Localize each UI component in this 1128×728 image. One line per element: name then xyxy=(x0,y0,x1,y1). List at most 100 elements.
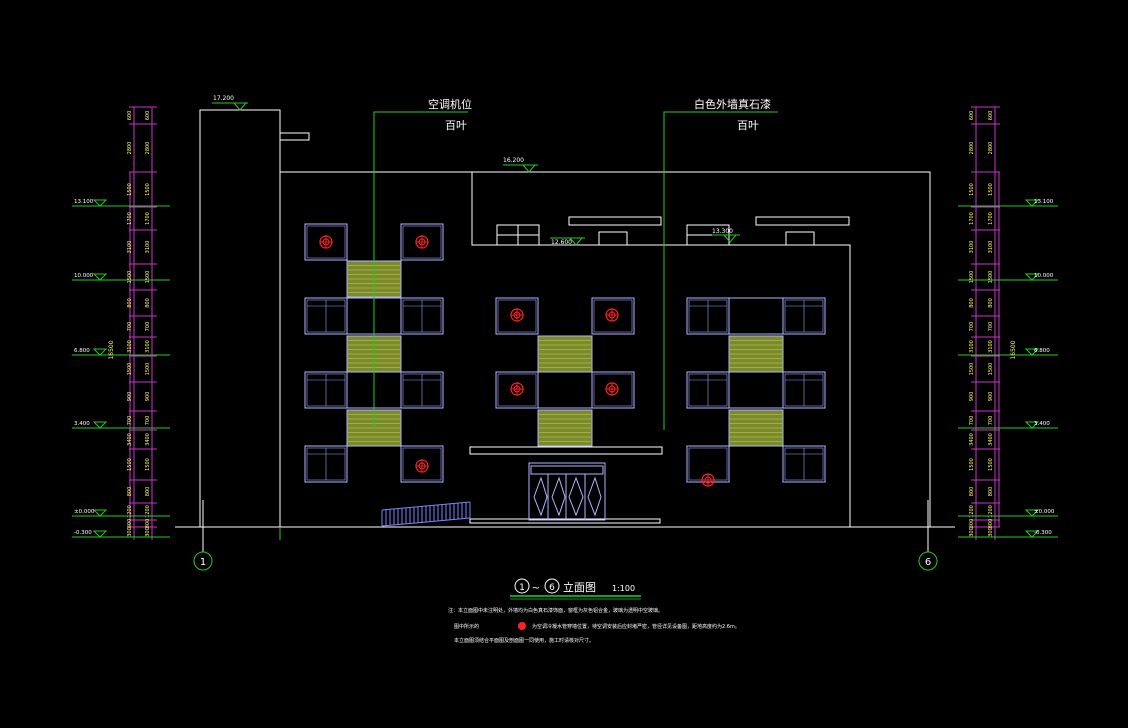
dimension-label: 800 xyxy=(988,298,994,308)
level-marker: 13.100 xyxy=(958,199,1058,207)
level-marker: ±0.000 xyxy=(72,509,170,517)
svg-text:-0.300: -0.300 xyxy=(1034,530,1052,536)
label-ac-position: 空调机位 xyxy=(428,97,472,111)
dimension-label: 2800 xyxy=(969,142,975,155)
dimension-label: 300 xyxy=(988,527,994,537)
entrance-canopy xyxy=(469,446,663,455)
dimension-label: 300 xyxy=(969,519,975,529)
svg-text:13.300: 13.300 xyxy=(712,228,733,235)
svg-text:±0.000: ±0.000 xyxy=(74,509,95,515)
dimension-label: 1500 xyxy=(988,363,994,376)
dimension-label: 3400 xyxy=(988,433,994,446)
window[interactable] xyxy=(304,297,348,335)
notes: 注：本立面图中未注明处，外墙均为白色真石漆饰面，窗框为灰色铝合金，玻璃为透明中空… xyxy=(448,607,740,644)
window[interactable] xyxy=(782,371,826,409)
dimension-label: 800 xyxy=(127,298,133,308)
ac-pipe-icon xyxy=(510,382,524,396)
ac-unit-box[interactable] xyxy=(304,223,348,261)
dimension-label: 1500 xyxy=(969,183,975,196)
elevation-parapet-right: 13.300 xyxy=(712,228,740,243)
dimension-label: 1500 xyxy=(145,458,151,471)
dimension-label: 2800 xyxy=(145,142,151,155)
ac-pipe-icon xyxy=(605,308,619,322)
elevation-parapet-mid: 12.600 xyxy=(550,237,585,246)
dimension-label: 1500 xyxy=(969,363,975,376)
main-block xyxy=(279,171,931,527)
window[interactable] xyxy=(686,371,730,409)
dimension-label: 300 xyxy=(145,527,151,537)
svg-text:6.800: 6.800 xyxy=(74,348,90,354)
level-marker: -0.300 xyxy=(72,530,170,538)
level-marker: 6.800 xyxy=(958,348,1058,356)
dimension-label: 1500 xyxy=(969,458,975,471)
svg-text:3.400: 3.400 xyxy=(74,421,90,427)
svg-text:1:100: 1:100 xyxy=(612,584,635,593)
window[interactable] xyxy=(686,297,730,335)
svg-text:6: 6 xyxy=(549,583,555,593)
svg-text:立面图: 立面图 xyxy=(563,580,596,594)
level-marker: 13.100 xyxy=(72,199,170,207)
dimension-label: 3400 xyxy=(145,433,151,446)
total-height-right: 16500 xyxy=(1010,340,1017,359)
louver-panel xyxy=(728,409,784,447)
louver-panel xyxy=(537,409,593,447)
dimension-label: 1700 xyxy=(127,212,133,225)
ac-pipe-icon xyxy=(605,382,619,396)
dimension-label: 3100 xyxy=(969,340,975,353)
ac-pipe-icon xyxy=(510,308,524,322)
ac-unit-box[interactable] xyxy=(400,223,444,261)
level-marker: ±0.000 xyxy=(958,509,1058,517)
roof-canopy-1 xyxy=(568,216,662,226)
ac-pipe-legend-icon xyxy=(518,622,526,630)
svg-text:13.100: 13.100 xyxy=(1034,199,1054,205)
elevation-roof: 16.200 xyxy=(503,157,538,173)
dimension-label: 1500 xyxy=(988,271,994,284)
dimension-label: 700 xyxy=(988,322,994,332)
dimension-label: 2800 xyxy=(988,142,994,155)
svg-text:±0.000: ±0.000 xyxy=(1034,509,1055,515)
window[interactable] xyxy=(400,371,444,409)
ac-unit-box[interactable] xyxy=(591,371,635,409)
entrance-step-1 xyxy=(469,518,661,524)
dimension-label: 700 xyxy=(127,416,133,426)
building-outline xyxy=(175,109,955,528)
svg-text:12.600: 12.600 xyxy=(551,239,572,246)
window[interactable] xyxy=(782,297,826,335)
label-exterior-finish: 白色外墙真石漆 xyxy=(694,97,771,111)
window[interactable] xyxy=(304,445,348,483)
dimension-label: 3100 xyxy=(127,241,133,254)
note-line-1: 注：本立面图中未注明处，外墙均为白色真石漆饰面，窗框为灰色铝合金，玻璃为透明中空… xyxy=(448,607,663,614)
dimension-label: 1500 xyxy=(145,271,151,284)
dimension-label: 300 xyxy=(988,519,994,529)
dimension-label: 300 xyxy=(969,527,975,537)
dimension-label: 300 xyxy=(145,519,151,529)
window-group xyxy=(304,223,826,483)
dimension-label: 1500 xyxy=(988,458,994,471)
dimension-label: 1500 xyxy=(969,271,975,284)
axis-left: 1 xyxy=(193,500,213,571)
window[interactable] xyxy=(304,371,348,409)
dimension-label: 1500 xyxy=(988,183,994,196)
dimension-label: 900 xyxy=(145,392,151,402)
window[interactable] xyxy=(782,445,826,483)
dimension-label: 800 xyxy=(969,298,975,308)
ac-unit-box[interactable] xyxy=(400,445,444,483)
ac-unit-box[interactable] xyxy=(591,297,635,335)
svg-text:13.100: 13.100 xyxy=(74,199,94,205)
tower-ledge xyxy=(279,132,310,141)
dimension-label: 1500 xyxy=(127,458,133,471)
dimension-label: 3100 xyxy=(145,340,151,353)
level-marker: 6.800 xyxy=(72,348,170,356)
dimension-label: 1200 xyxy=(127,505,133,518)
level-marker: 10.000 xyxy=(958,273,1058,281)
ac-unit-box[interactable] xyxy=(495,371,539,409)
dimension-label: 600 xyxy=(127,111,133,121)
ramp-railing xyxy=(381,501,471,527)
ac-unit-box[interactable] xyxy=(495,297,539,335)
level-marker: -0.300 xyxy=(958,530,1058,538)
entrance-door[interactable] xyxy=(528,462,606,521)
dimension-label: 300 xyxy=(127,519,133,529)
window[interactable] xyxy=(400,297,444,335)
label-louver-2: 百叶 xyxy=(737,119,759,132)
